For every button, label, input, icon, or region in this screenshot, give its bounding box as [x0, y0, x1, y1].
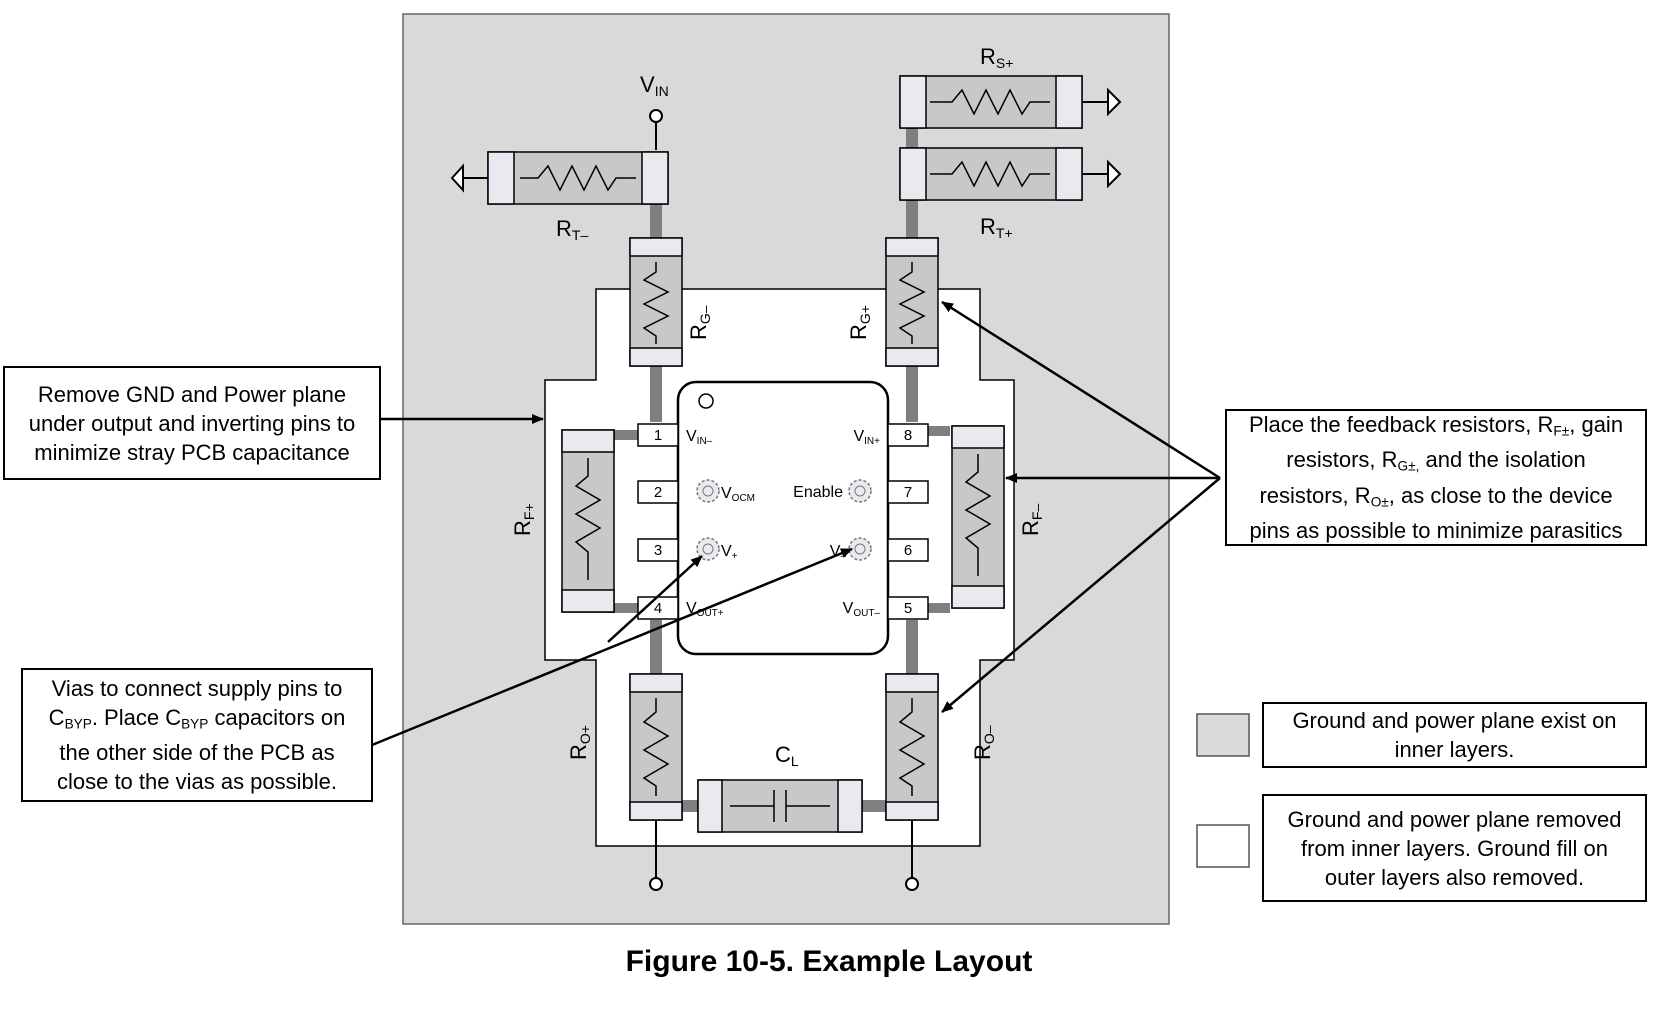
label-rt-minus: RT–: [556, 216, 588, 243]
pin1-marker: [698, 393, 714, 409]
ic-body: [676, 380, 890, 656]
callout-remove-plane-line3: minimize stray PCB capacitance: [34, 439, 350, 465]
pin-label-vplus: V+: [721, 543, 738, 562]
pin-label-enable: Enable: [793, 484, 843, 501]
pin-8-number: 8: [904, 427, 912, 444]
legend-white-box: Ground and power plane removed from inne…: [1262, 794, 1647, 902]
callout-remove-plane: Remove GND and Power plane under output …: [3, 366, 381, 480]
label-ro-plus: RO+: [566, 725, 593, 760]
label-vin: VIN: [640, 72, 669, 99]
pin-5-number: 5: [904, 600, 912, 617]
callout-vias-line1: Vias to connect supply pins to: [51, 675, 343, 701]
rg-plus-resistor: [885, 237, 939, 367]
callout-vias-line2: CBYP. Place CBYP capacitors on: [48, 704, 346, 732]
callout-vias-cbyp: Vias to connect supply pins to CBYP. Pla…: [21, 668, 373, 802]
legend-white-line3: outer layers also removed.: [1324, 864, 1585, 890]
legend-gray-line2: inner layers.: [1394, 737, 1515, 762]
callout-remove-plane-line2: under output and inverting pins to: [28, 410, 356, 436]
label-rt-plus: RT+: [980, 214, 1013, 241]
rs-plus-resistor: [899, 75, 1122, 129]
pin-6-number: 6: [904, 542, 912, 559]
label-rg-plus: RG+: [846, 305, 873, 340]
figure-caption: Figure 10-5. Example Layout: [625, 945, 1033, 978]
rf-minus-resistor: [951, 425, 1005, 609]
rt-plus-resistor: [899, 147, 1122, 201]
callout-feedback-line3: resistors, RO±, as close to the device: [1259, 482, 1613, 510]
label-cl: CL: [775, 742, 799, 769]
label-rs-plus: RS+: [980, 44, 1013, 71]
pin-1-number: 1: [654, 427, 662, 444]
pin-label-vocm: VOCM: [721, 485, 755, 504]
callout-vias-line4: close to the vias as possible.: [56, 769, 338, 795]
rf-plus-resistor: [561, 429, 615, 613]
label-rg-minus: RG–: [686, 305, 713, 340]
ro-minus-resistor: [885, 673, 939, 891]
callout-place-feedback: Place the feedback resistors, RF±, gain …: [1225, 409, 1647, 546]
pin-1-pad: [637, 423, 679, 447]
pin-label-vin-plus: VIN+: [853, 428, 880, 447]
callout-feedback-line1: Place the feedback resistors, RF±, gain: [1248, 411, 1624, 439]
legend-swatch-white: [1196, 824, 1250, 868]
legend-gray-line1: Ground and power plane exist on: [1292, 708, 1617, 733]
ro-plus-resistor: [629, 673, 683, 891]
pin-2-pad: [637, 480, 679, 504]
pin-4-number: 4: [654, 600, 662, 617]
label-ro-minus: RO–: [970, 725, 997, 760]
label-rf-plus: RF+: [510, 503, 537, 536]
callout-vias-line3: the other side of the PCB as: [59, 740, 335, 766]
pin-3-number: 3: [654, 542, 662, 559]
pin-7-pad: [887, 480, 929, 504]
callout-arrows: [371, 300, 1221, 747]
legend-white-line1: Ground and power plane removed: [1287, 806, 1622, 832]
pin-7-number: 7: [904, 484, 912, 501]
legend-white-line2: from inner layers. Ground fill on: [1301, 835, 1608, 861]
pin-6-pad: [887, 538, 929, 562]
pin-8-pad: [887, 423, 929, 447]
legend-gray-box: Ground and power plane exist on inner la…: [1262, 702, 1647, 768]
callout-feedback-line4: pins as possible to minimize parasitics: [1249, 518, 1623, 544]
callout-feedback-line2: resistors, RG±, and the isolation: [1286, 447, 1586, 474]
pin-label-vout-minus: VOUT–: [843, 600, 881, 619]
rt-minus-resistor: [450, 151, 669, 205]
label-rf-minus: RF–: [1018, 504, 1045, 536]
pin-3-pad: [637, 538, 679, 562]
arrow-to-ro-minus: [941, 477, 1221, 713]
callout-remove-plane-line1: Remove GND and Power plane: [37, 381, 347, 407]
cl-capacitor: [697, 779, 863, 833]
rg-minus-resistor: [629, 237, 683, 367]
arrow-to-vplus-via: [607, 555, 703, 643]
legend-swatch-gray: [1196, 713, 1250, 757]
pin-5-pad: [887, 596, 929, 620]
pin-label-vin-minus: VIN–: [686, 428, 713, 447]
vin-terminal: [649, 109, 663, 150]
arrow-to-vminus-via: [371, 547, 853, 747]
pin-2-number: 2: [654, 484, 662, 501]
pin-label-vout-plus: VOUT+: [686, 600, 724, 619]
arrow-to-rg-plus: [941, 300, 1221, 480]
